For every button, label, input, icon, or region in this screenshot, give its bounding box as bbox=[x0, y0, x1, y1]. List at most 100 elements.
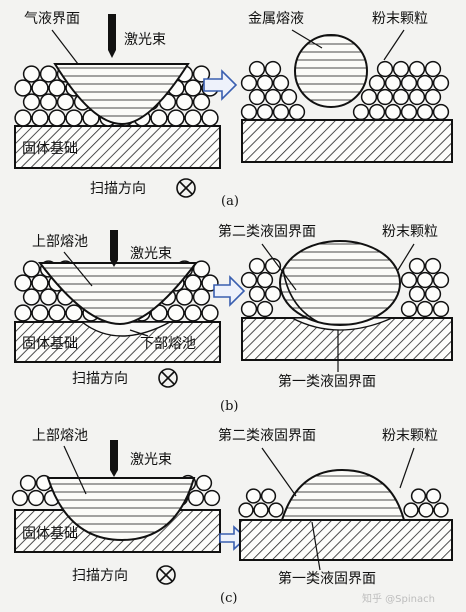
powder-particle bbox=[408, 257, 426, 275]
powder-particle bbox=[424, 60, 442, 78]
panel-c: 上部熔池 激光束 固体基础 扫描方向 第二类液固界面 粉末颗粒 第一类液固界面 bbox=[11, 427, 453, 606]
powder-particle bbox=[150, 109, 168, 127]
laser-beam-label: 激光束 bbox=[130, 451, 172, 468]
powder-particle bbox=[256, 103, 274, 121]
leader bbox=[63, 445, 87, 495]
powder-particle bbox=[432, 271, 450, 289]
powder-particle bbox=[203, 489, 221, 507]
lower-pool-label: 下部熔池 bbox=[140, 336, 196, 352]
panel-a-left: 气液界面 激光束 固体基础 扫描方向 bbox=[14, 11, 221, 198]
solid-substrate-label: 固体基础 bbox=[22, 140, 78, 157]
powder-particle bbox=[201, 304, 219, 322]
powder-particle bbox=[288, 103, 306, 121]
gas-liquid-interface-label: 气液界面 bbox=[24, 11, 80, 27]
powder-particle bbox=[376, 88, 394, 106]
powder-particle bbox=[424, 88, 442, 106]
powder-particle bbox=[248, 60, 266, 78]
upper-pool-label: 上部熔池 bbox=[32, 234, 88, 250]
powder-particle bbox=[384, 74, 402, 92]
first-interface-label: 第一类液固界面 bbox=[278, 570, 376, 587]
powder-particle bbox=[175, 93, 194, 111]
powder-particle bbox=[433, 502, 449, 518]
powder-particle bbox=[253, 502, 269, 518]
powder-particle bbox=[264, 88, 282, 106]
caption-a: (a) bbox=[221, 194, 239, 209]
powder-particle bbox=[408, 285, 426, 303]
solid-substrate-label: 固体基础 bbox=[22, 525, 78, 542]
laser-nozzle bbox=[108, 14, 116, 50]
laser-beam-label: 激光束 bbox=[130, 245, 172, 262]
scan-direction-label: 扫描方向 bbox=[90, 181, 146, 197]
upper-melt-pool bbox=[37, 262, 199, 326]
powder-particle bbox=[400, 300, 418, 318]
powder-particle bbox=[22, 260, 41, 278]
powder-particle bbox=[14, 109, 32, 127]
powder-particle bbox=[424, 257, 442, 275]
powder-particle bbox=[408, 60, 426, 78]
powder-particle bbox=[184, 274, 202, 292]
laser-tip bbox=[110, 260, 118, 267]
laser-nozzle bbox=[110, 230, 118, 260]
powder-particle bbox=[31, 274, 49, 292]
powder-particle bbox=[256, 74, 274, 92]
powder-particle bbox=[410, 488, 427, 504]
powder-particle bbox=[48, 109, 66, 127]
powder-particle bbox=[19, 474, 37, 492]
powder-particle bbox=[167, 304, 185, 322]
powder-particle bbox=[432, 103, 450, 121]
powder-particle bbox=[384, 103, 402, 121]
powder-particle bbox=[425, 488, 442, 504]
powder-particle bbox=[248, 88, 266, 106]
powder-particle bbox=[272, 103, 290, 121]
watermark: 知乎 @Spinach bbox=[362, 592, 435, 605]
powder-particle bbox=[240, 103, 258, 121]
leader bbox=[311, 521, 321, 571]
powder-particle bbox=[192, 260, 211, 278]
powder-particle bbox=[424, 285, 442, 303]
panel-a-right: 金属熔液 粉末颗粒 bbox=[240, 11, 453, 163]
powder-particle bbox=[245, 488, 262, 504]
powder-particle bbox=[192, 65, 211, 83]
scan-direction-icon bbox=[156, 565, 176, 585]
powder-particle bbox=[360, 88, 378, 106]
caption-c: (c) bbox=[220, 591, 237, 606]
metal-bead bbox=[280, 468, 406, 521]
scan-direction-icon bbox=[158, 368, 178, 388]
powder-particle bbox=[416, 74, 434, 92]
leader bbox=[383, 29, 405, 61]
substrate bbox=[14, 125, 221, 169]
powder-particle bbox=[184, 79, 202, 97]
melt-pool bbox=[53, 63, 190, 126]
powder-particle bbox=[264, 285, 282, 303]
leader bbox=[261, 243, 297, 291]
substrate bbox=[241, 119, 453, 163]
solid-substrate-label: 固体基础 bbox=[22, 335, 78, 352]
laser-tip bbox=[110, 470, 118, 477]
metal-droplet bbox=[279, 240, 401, 326]
scan-direction-label: 扫描方向 bbox=[72, 371, 128, 387]
leader bbox=[51, 29, 79, 65]
powder-particle bbox=[400, 271, 418, 289]
powder-particle bbox=[184, 304, 202, 322]
powder-particle bbox=[280, 88, 298, 106]
arrow-right-icon bbox=[213, 275, 246, 307]
powder-particle bbox=[14, 79, 32, 97]
powder-particle bbox=[416, 103, 434, 121]
powder-particle bbox=[416, 300, 434, 318]
melt-pool bbox=[46, 477, 196, 542]
powder-particle bbox=[368, 103, 386, 121]
first-interface-label: 第一类液固界面 bbox=[278, 373, 376, 390]
powder-particle bbox=[240, 74, 258, 92]
powder-particle bbox=[22, 288, 41, 306]
powder-particles-label: 粉末颗粒 bbox=[382, 428, 438, 444]
laser-beam-label: 激光束 bbox=[124, 31, 166, 48]
panel-b-right: 第二类液固界面 粉末颗粒 第一类液固界面 bbox=[218, 223, 453, 390]
powder-particle bbox=[31, 79, 49, 97]
powder-particle bbox=[400, 74, 418, 92]
powder-bed bbox=[238, 488, 449, 518]
powder-particle bbox=[56, 93, 75, 111]
powder-particle bbox=[195, 474, 213, 492]
powder-bed bbox=[240, 257, 450, 318]
powder-particle bbox=[48, 79, 66, 97]
